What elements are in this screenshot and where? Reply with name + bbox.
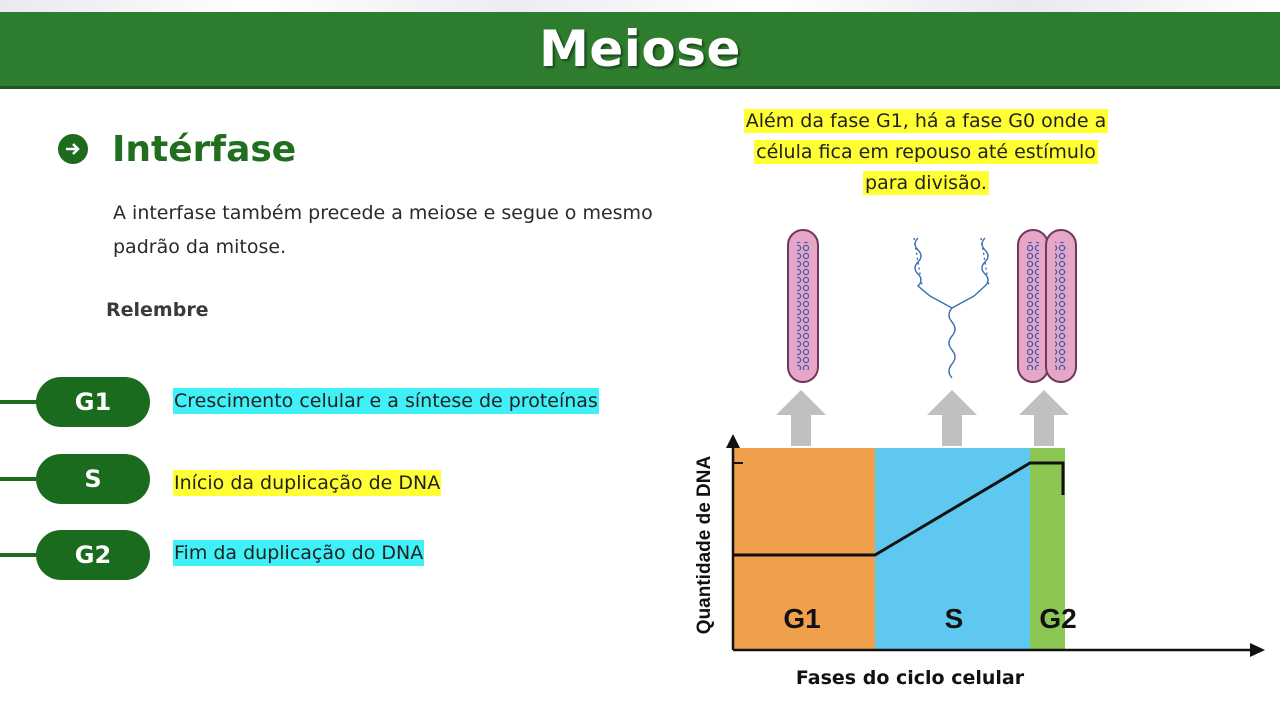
up-arrow-icons [776,390,1069,446]
duplicated-chromosome-icon [1017,229,1077,383]
note-line-3: para divisão. [863,171,989,195]
intro-paragraph: A interfase também precede a meiose e se… [113,202,653,258]
phase-pill-g2: G2 [36,530,150,580]
y-axis-label: Quantidade de DNA [694,456,715,635]
region-label-g2: G2 [1039,603,1076,634]
section-heading: Intérfase [58,124,296,174]
phase-pill-g1: G1 [36,377,150,427]
connector-line-g2 [0,553,60,557]
x-axis-label: Fases do ciclo celular [795,667,1025,689]
arrow-right-icon [58,134,88,164]
phase-pill-s: S [36,454,150,504]
up-arrow-icon-g1 [776,390,826,446]
header-bar: Meiose [0,12,1280,89]
connector-line-g1 [0,400,60,404]
y-axis-arrow-icon [726,434,740,448]
cell-cycle-diagram: G1 S G2 Quantidade de DNA [694,229,1265,657]
slide-title: Meiose [539,20,741,78]
x-axis-arrow-icon [1250,643,1265,657]
region-g2 [1030,448,1065,650]
g0-note: Além da fase G1, há a fase G0 onde a cél… [726,106,1126,199]
region-label-g1: G1 [783,603,820,634]
region-g1 [733,448,875,650]
dna-replication-icon [913,237,990,379]
connector-line-s [0,477,60,481]
region-s [875,448,1030,650]
up-arrow-icon-g2 [1019,390,1069,446]
note-line-2: célula fica em repouso até estímulo [754,140,1098,164]
note-line-1: Além da fase G1, há a fase G0 onde a [743,109,1109,133]
section-title: Intérfase [112,128,297,170]
phase-description-g2: Fim da duplicação do DNA [173,540,425,566]
phase-description-s: Início da duplicação de DNA [173,470,442,496]
phase-description-g1: Crescimento celular e a síntese de prote… [173,388,599,414]
region-label-s: S [945,603,964,634]
up-arrow-icon-s [927,390,977,446]
chromosome-icon-g1 [787,229,819,383]
dna-amount-line [733,461,1065,557]
relembre-label: Relembre [106,299,209,321]
